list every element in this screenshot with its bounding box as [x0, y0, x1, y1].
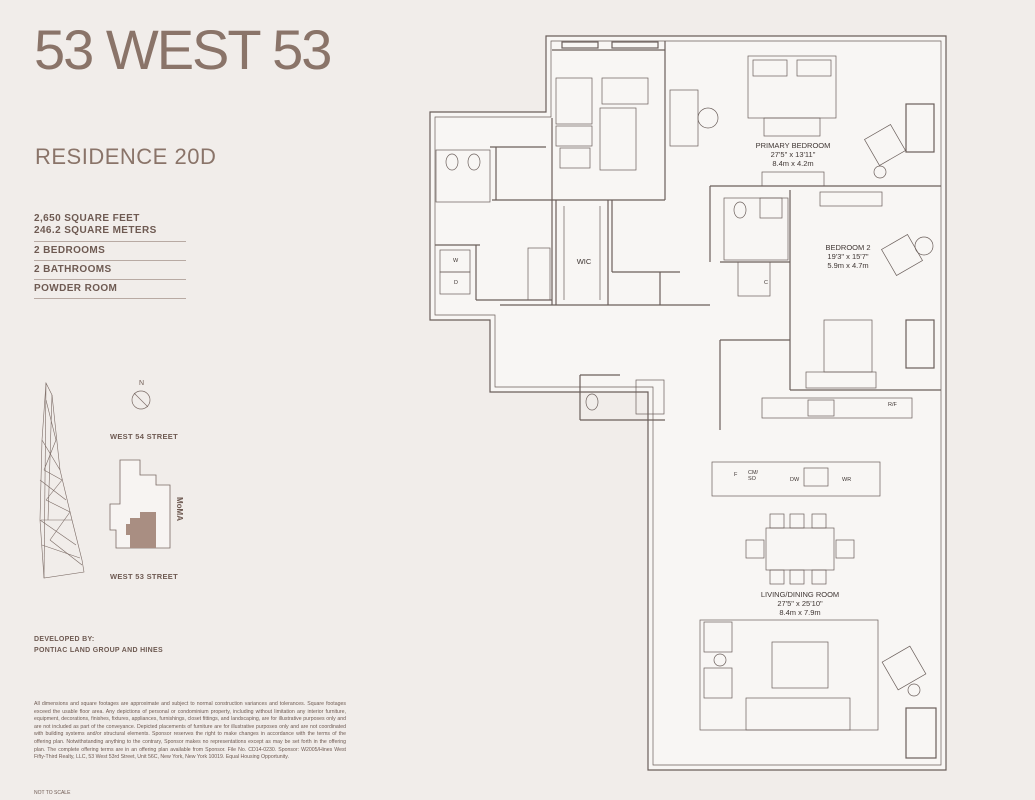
- living-name: LIVING/DINING ROOM: [760, 590, 840, 599]
- room-wic: WIC: [576, 257, 592, 266]
- freezer-label: F: [734, 472, 738, 478]
- street-bottom-label: WEST 53 STREET: [110, 572, 178, 581]
- dishwasher-label: DW: [790, 477, 800, 483]
- spec-area: 2,650 SQUARE FEET 246.2 SQUARE METERS: [34, 210, 186, 242]
- room-bedroom-2: BEDROOM 2 19'3" x 15'7" 5.9m x 4.7m: [800, 243, 896, 270]
- spec-bedrooms: 2 BEDROOMS: [34, 242, 186, 261]
- bedroom-2-metric: 5.9m x 4.7m: [827, 261, 869, 270]
- washer-label: W: [453, 258, 459, 264]
- spec-bathrooms: 2 BATHROOMS: [34, 261, 186, 280]
- refrigerator-label: R/F: [888, 402, 897, 408]
- north-label: N: [139, 380, 145, 387]
- primary-bedroom-metric: 8.4m x 4.2m: [772, 159, 814, 168]
- spec-powder-room: POWDER ROOM: [34, 280, 186, 299]
- spec-list: 2,650 SQUARE FEET 246.2 SQUARE METERS 2 …: [34, 210, 186, 299]
- residence-title: RESIDENCE 20D: [35, 144, 217, 169]
- living-metric: 8.4m x 7.9m: [779, 608, 821, 617]
- bedroom-2-name: BEDROOM 2: [825, 243, 871, 252]
- room-living-dining: LIVING/DINING ROOM 27'5" x 25'10" 8.4m x…: [740, 590, 860, 617]
- street-top-label: WEST 54 STREET: [110, 432, 178, 441]
- site-plan-icon: [109, 459, 171, 549]
- not-to-scale-label: NOT TO SCALE: [34, 790, 71, 796]
- cm-so-label: CM/ SO: [748, 470, 759, 482]
- floor-plan: [429, 35, 947, 771]
- wine-label: WR: [842, 477, 852, 483]
- developer-block: DEVELOPED BY: PONTIAC LAND GROUP AND HIN…: [34, 634, 163, 656]
- developer-heading: DEVELOPED BY:: [34, 636, 95, 643]
- spec-square-feet: 2,650 SQUARE FEET: [34, 213, 140, 224]
- furniture: [435, 55, 934, 731]
- dryer-label: D: [454, 280, 458, 286]
- primary-bedroom-name: PRIMARY BEDROOM: [755, 141, 831, 150]
- developer-name: PONTIAC LAND GROUP AND HINES: [34, 647, 163, 654]
- compass-icon: [131, 390, 151, 410]
- spec-square-meters: 246.2 SQUARE METERS: [34, 225, 157, 236]
- brand-logo: 53 WEST 53: [34, 18, 332, 81]
- primary-bedroom-imperial: 27'5" x 13'11": [770, 150, 816, 159]
- living-imperial: 27'5" x 25'10": [777, 599, 823, 608]
- closet-label: C: [764, 280, 768, 286]
- room-primary-bedroom: PRIMARY BEDROOM 27'5" x 13'11" 8.4m x 4.…: [740, 141, 846, 168]
- legal-disclaimer: All dimensions and square footages are a…: [34, 701, 346, 761]
- bedroom-2-imperial: 19'3" x 15'7": [827, 252, 869, 261]
- tower-icon: [39, 381, 85, 579]
